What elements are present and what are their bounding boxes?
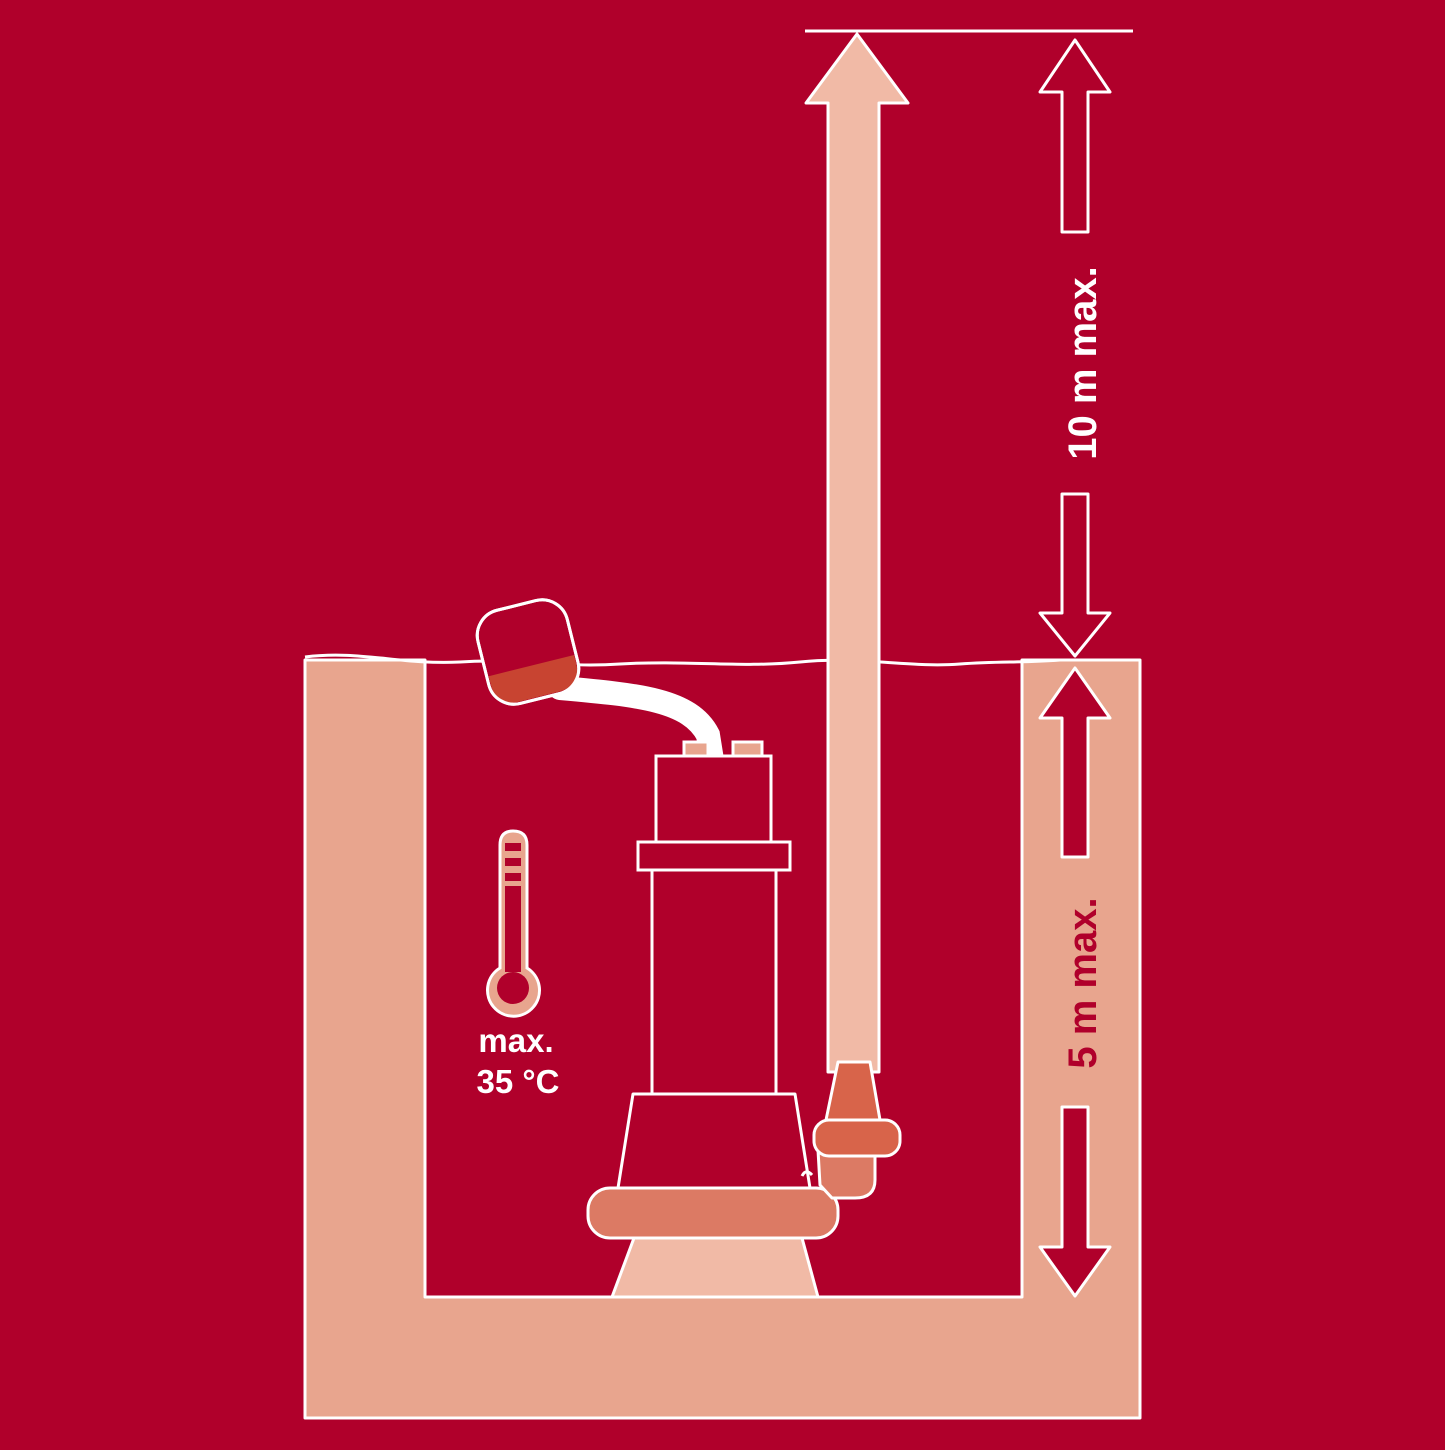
head-height-arrow-up <box>1038 38 1112 234</box>
pump-terminal-right <box>731 740 764 758</box>
float-switch <box>475 598 581 706</box>
pipe-clip <box>800 1170 814 1177</box>
pump-motor-head <box>654 754 773 844</box>
pipe-elbow <box>816 1148 877 1200</box>
discharge-pipe <box>804 32 910 1074</box>
pipe-coupling <box>812 1118 902 1158</box>
pipe-adapter <box>824 1060 882 1122</box>
pump-lower-housing <box>616 1092 812 1190</box>
pump-intake-cone <box>610 1236 820 1299</box>
pump-terminal-left <box>682 740 710 758</box>
temperature-label-line1: max. <box>478 1022 553 1059</box>
pump-base-ring <box>586 1186 840 1240</box>
water-surface-line <box>304 653 1061 667</box>
pump-body <box>650 868 778 1096</box>
thermometer-icon <box>486 829 541 1018</box>
well-walls <box>303 658 1142 1420</box>
immersion-depth-arrow-down <box>1038 1105 1112 1298</box>
float-switch-cable <box>548 676 724 772</box>
pump-collar <box>636 840 792 872</box>
immersion-depth-arrow-up <box>1038 666 1112 859</box>
temperature-label-line2: 35 °C <box>477 1063 560 1100</box>
head-height-arrow-down <box>1038 492 1112 658</box>
immersion-depth-label: 5 m max. <box>1061 897 1105 1068</box>
head-height-label: 10 m max. <box>1061 266 1105 459</box>
